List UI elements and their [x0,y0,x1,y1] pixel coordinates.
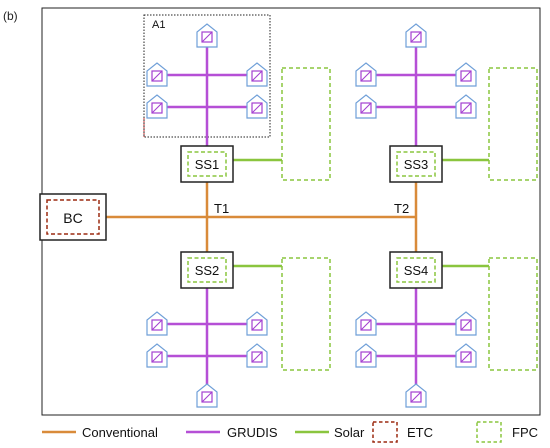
house-icon [246,311,268,336]
heat-exchanger-diagonal [251,102,263,114]
house-icon [355,62,377,87]
house-icon [146,343,168,368]
heat-exchanger-diagonal [460,319,472,331]
substation-label: SS2 [195,263,220,278]
legend-label-solar: Solar [334,425,365,440]
house-icon [196,383,218,408]
house-icon [146,311,168,336]
solar-collector-fields [281,67,538,371]
house-icon [246,94,268,119]
house-icon [455,94,477,119]
house-icon [146,62,168,87]
substation-ss2: SS2 [180,251,234,289]
heat-exchanger-diagonal [360,102,372,114]
heat-exchanger-diagonal [201,31,213,43]
heat-exchanger-diagonal [251,70,263,82]
legend-swatch-fpc [476,421,502,443]
heat-exchanger-diagonal [360,319,372,331]
heat-exchanger-diagonal [251,319,263,331]
substation-inner-box [187,257,227,283]
heat-exchanger-diagonal [410,391,422,403]
legend-label-etc: ETC [407,425,433,440]
substation-label: SS1 [195,157,220,172]
house-icon [246,62,268,87]
junction-label-t1: T1 [214,201,229,216]
house-icon [355,343,377,368]
house-icon [455,311,477,336]
substation-inner-box [396,257,436,283]
junction-label-t2: T2 [394,201,409,216]
heat-exchanger-diagonal [151,351,163,363]
heat-exchanger-diagonal [460,70,472,82]
legend-swatch-etc [372,421,398,443]
house-icon [146,94,168,119]
heat-exchanger-diagonal [251,351,263,363]
house-icon [246,343,268,368]
boiler-label: BC [63,210,82,226]
house-icon [355,94,377,119]
heat-exchanger-diagonal [201,391,213,403]
boiler-bc: BC [39,193,107,241]
house-icon [196,23,218,48]
legend-label-grudis: GRUDIS [227,425,278,440]
pipe-network [106,37,489,396]
substation-inner-box [396,151,436,177]
substation-ss4: SS4 [389,251,443,289]
fpc-collector-field [488,67,538,181]
boiler-frame [39,193,107,241]
fpc-collector-field [281,67,331,181]
heat-exchanger-diagonal [151,319,163,331]
fpc-collector-field [488,257,538,371]
substation-inner-box [187,151,227,177]
house-icon [455,62,477,87]
substation-ss3: SS3 [389,145,443,183]
heat-exchanger-diagonal [460,351,472,363]
heat-exchanger-diagonal [151,102,163,114]
area-a1-box [143,14,271,138]
heat-exchanger-diagonal [151,70,163,82]
house-icon [405,23,427,48]
heat-exchanger-diagonal [410,31,422,43]
heat-exchanger-diagonal [460,102,472,114]
substation-ss1: SS1 [180,145,234,183]
area-label: A1 [152,19,165,31]
substation-label: SS3 [404,157,429,172]
house-group [146,23,477,408]
heat-exchanger-diagonal [360,351,372,363]
house-icon [455,343,477,368]
legend-label-conventional: Conventional [82,425,158,440]
house-icon [355,311,377,336]
panel-label: (b) [3,9,18,23]
house-icon [405,383,427,408]
boiler-etc-box [46,199,100,235]
legend-label-fpc: FPC [512,425,538,440]
legend: Conventional GRUDIS Solar ETC FPC [42,421,538,443]
substation-label: SS4 [404,263,429,278]
fpc-collector-field [281,257,331,371]
heat-exchanger-diagonal [360,70,372,82]
